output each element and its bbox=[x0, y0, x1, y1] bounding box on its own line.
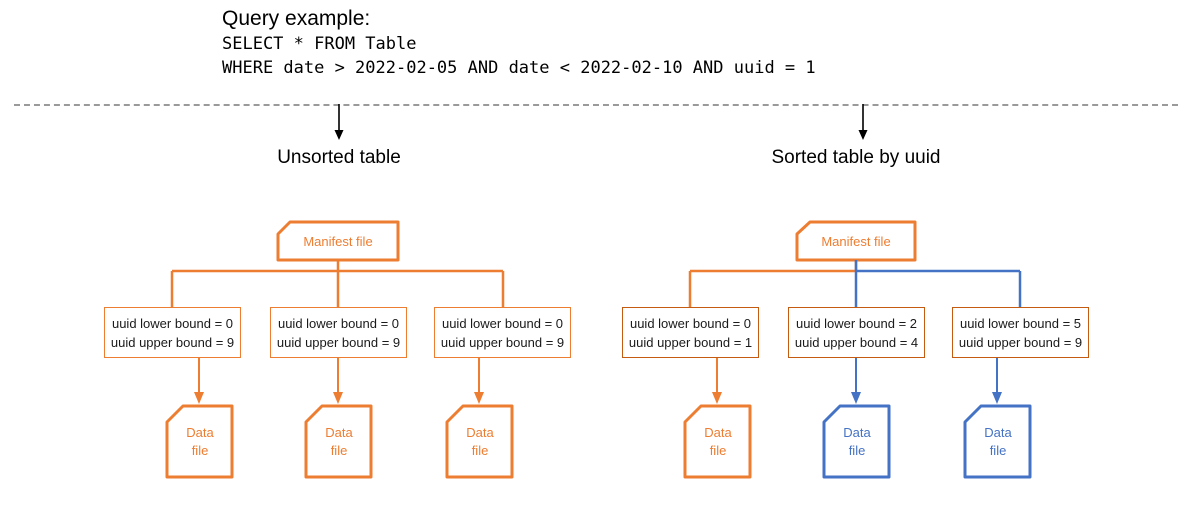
query-title: Query example: bbox=[222, 7, 371, 30]
dashed-divider bbox=[14, 104, 1178, 106]
manifest-label-unsorted[interactable]: Manifest file bbox=[303, 233, 373, 249]
datafile-label-unsorted-3[interactable]: Data file bbox=[447, 406, 513, 477]
bounds-lower-label: uuid lower bound = 5 bbox=[959, 315, 1082, 331]
datafile-label-unsorted-2[interactable]: Data file bbox=[306, 406, 372, 477]
arrow-unsorted-1 bbox=[194, 358, 204, 404]
bounds-upper-label: uuid upper bound = 1 bbox=[628, 334, 753, 350]
bounds-upper-label: uuid upper bound = 9 bbox=[110, 334, 235, 350]
datafile-label-sorted-3[interactable]: Data file bbox=[965, 406, 1031, 477]
section-title-sorted: Sorted table by uuid bbox=[771, 147, 941, 168]
arrow-sorted-2 bbox=[851, 358, 861, 404]
bounds-lower-label: uuid lower bound = 0 bbox=[441, 315, 564, 331]
datafile-line-1: Data bbox=[984, 424, 1012, 440]
datafile-line-2: file bbox=[989, 442, 1007, 458]
datafile-label-sorted-2[interactable]: Data file bbox=[824, 406, 890, 477]
bounds-box-unsorted-2[interactable]: uuid lower bound = 0 uuid upper bound = … bbox=[270, 307, 407, 358]
bounds-upper-label: uuid upper bound = 4 bbox=[794, 334, 919, 350]
datafile-label-sorted-1[interactable]: Data file bbox=[685, 406, 751, 477]
query-line-1: SELECT * FROM Table bbox=[222, 34, 417, 54]
bounds-box-unsorted-1[interactable]: uuid lower bound = 0 uuid upper bound = … bbox=[104, 307, 241, 358]
bounds-lower-label: uuid lower bound = 0 bbox=[111, 315, 234, 331]
bounds-upper-label: uuid upper bound = 9 bbox=[958, 334, 1083, 350]
datafile-line-2: file bbox=[191, 442, 209, 458]
datafile-line-1: Data bbox=[843, 424, 871, 440]
datafile-shape-unsorted-1 bbox=[165, 404, 234, 479]
datafile-line-2: file bbox=[709, 442, 727, 458]
arrow-unsorted-3 bbox=[474, 358, 484, 404]
bounds-lower-label: uuid lower bound = 0 bbox=[629, 315, 752, 331]
down-arrow-icon-unsorted bbox=[334, 104, 344, 140]
section-title-unsorted: Unsorted table bbox=[277, 147, 401, 168]
query-example-block: Query example: SELECT * FROM Table WHERE… bbox=[222, 6, 1042, 80]
datafile-line-1: Data bbox=[186, 424, 214, 440]
bounds-lower-label: uuid lower bound = 0 bbox=[277, 315, 400, 331]
bounds-upper-label: uuid upper bound = 9 bbox=[276, 334, 401, 350]
bounds-box-unsorted-3[interactable]: uuid lower bound = 0 uuid upper bound = … bbox=[434, 307, 571, 358]
arrow-sorted-3 bbox=[992, 358, 1002, 404]
datafile-line-1: Data bbox=[704, 424, 732, 440]
query-line-2: WHERE date > 2022-02-05 AND date < 2022-… bbox=[222, 58, 816, 78]
datafile-line-2: file bbox=[848, 442, 866, 458]
datafile-shape-unsorted-3 bbox=[445, 404, 514, 479]
datafile-shape-sorted-2 bbox=[822, 404, 891, 479]
bounds-box-sorted-2[interactable]: uuid lower bound = 2 uuid upper bound = … bbox=[788, 307, 925, 358]
down-arrow-icon-sorted bbox=[858, 104, 868, 140]
datafile-line-2: file bbox=[471, 442, 489, 458]
datafile-line-1: Data bbox=[466, 424, 494, 440]
datafile-shape-sorted-1 bbox=[683, 404, 752, 479]
arrow-unsorted-2 bbox=[333, 358, 343, 404]
bounds-upper-label: uuid upper bound = 9 bbox=[440, 334, 565, 350]
datafile-line-1: Data bbox=[325, 424, 353, 440]
bounds-box-sorted-3[interactable]: uuid lower bound = 5 uuid upper bound = … bbox=[952, 307, 1089, 358]
datafile-line-2: file bbox=[330, 442, 348, 458]
manifest-label-sorted[interactable]: Manifest file bbox=[821, 233, 891, 249]
datafile-shape-unsorted-2 bbox=[304, 404, 373, 479]
arrow-sorted-1 bbox=[712, 358, 722, 404]
datafile-label-unsorted-1[interactable]: Data file bbox=[167, 406, 233, 477]
bounds-lower-label: uuid lower bound = 2 bbox=[795, 315, 918, 331]
bounds-box-sorted-1[interactable]: uuid lower bound = 0 uuid upper bound = … bbox=[622, 307, 759, 358]
datafile-shape-sorted-3 bbox=[963, 404, 1032, 479]
